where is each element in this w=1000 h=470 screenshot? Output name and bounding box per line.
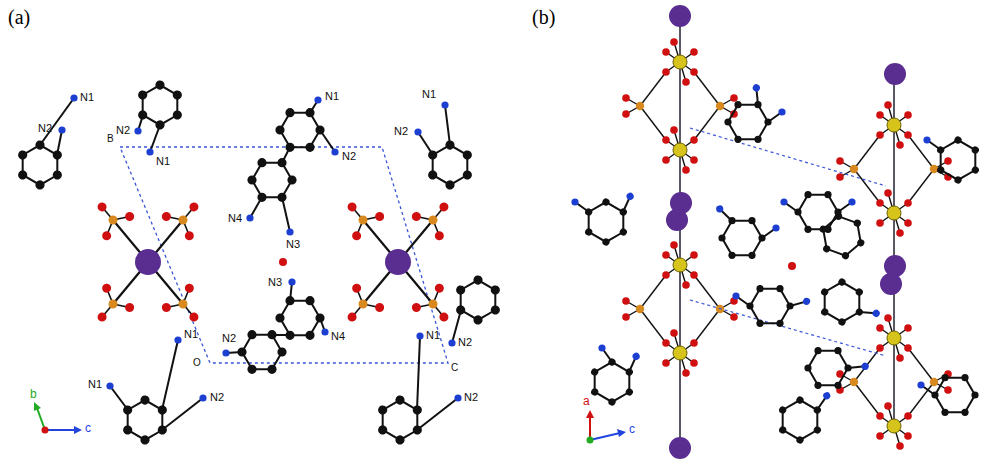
atom-label: N2 — [464, 391, 478, 404]
atom-label: N2 — [342, 150, 356, 163]
atom-label: N2 — [222, 332, 236, 345]
atom-label: N2 — [458, 336, 472, 349]
panel-label: (b) — [532, 6, 555, 29]
atom-label: N1 — [325, 90, 339, 103]
atom-label: N1 — [80, 91, 94, 104]
water-oxygen — [279, 258, 287, 266]
cell-corner-label: O — [193, 357, 201, 369]
axes-a — [34, 402, 82, 434]
cell-lines-b — [690, 128, 886, 356]
axis-label: a — [583, 395, 590, 409]
axes-b — [586, 410, 626, 444]
atom-label: N2 — [38, 122, 52, 135]
atom-label: N1 — [184, 328, 198, 341]
axis-label: c — [85, 422, 91, 436]
anions-a — [84, 191, 462, 333]
cell-corner-label: B — [107, 133, 114, 145]
atom-label: N4 — [331, 330, 345, 343]
atom-label: N1 — [88, 378, 102, 391]
chains-b — [622, 5, 952, 459]
nitrogen-atoms-a — [58, 94, 461, 401]
water-b — [788, 262, 796, 270]
atom-label: N1 — [156, 155, 170, 168]
atom-label: N2 — [116, 124, 130, 137]
cell-corner-label: C — [451, 362, 458, 374]
panel-label: (a) — [8, 6, 30, 29]
atom-label: N2 — [210, 391, 224, 404]
cations-a — [9, 75, 509, 450]
atom-label: N3 — [286, 238, 300, 251]
cations-b — [571, 83, 988, 450]
atom-label: N4 — [228, 212, 242, 225]
atom-label: N3 — [268, 276, 282, 289]
atom-label: N1 — [426, 329, 440, 342]
atom-label: N2 — [394, 125, 408, 138]
axis-label: b — [30, 388, 37, 402]
atom-label: N1 — [422, 88, 436, 101]
axis-label: c — [629, 423, 635, 437]
